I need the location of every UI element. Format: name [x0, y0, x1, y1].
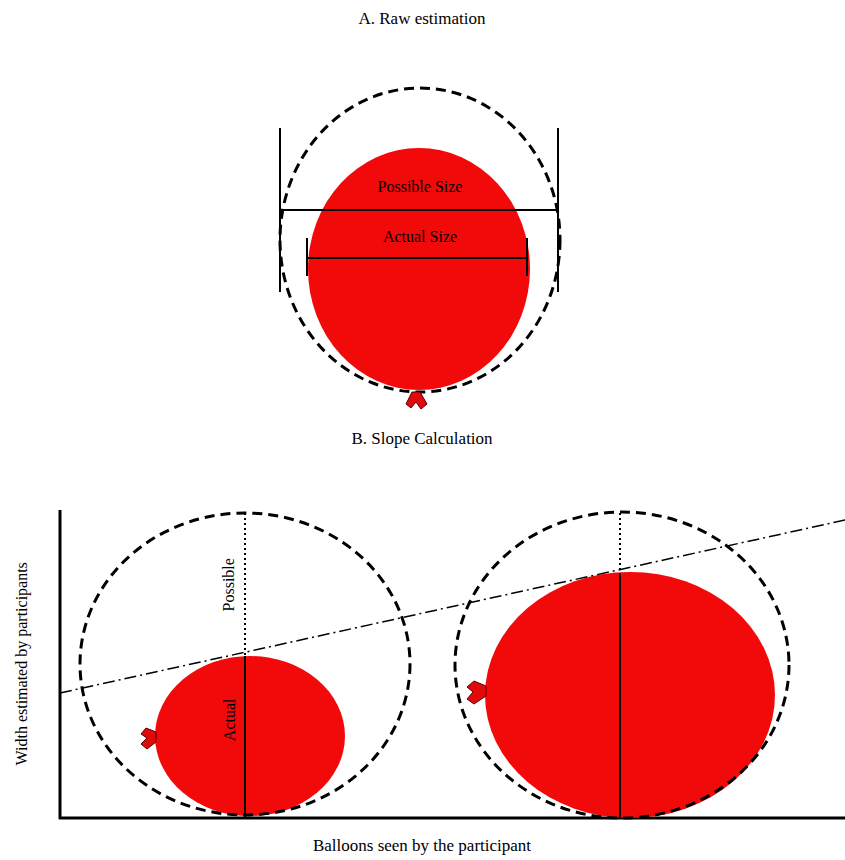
actual-size-bar: [306, 238, 308, 276]
actual-size-bar: [526, 238, 528, 276]
dimension-label: Possible Size: [378, 178, 463, 196]
actual-width-line: [244, 656, 246, 818]
balloon-knot: [406, 392, 427, 409]
axis-title: Balloons seen by the participant: [313, 837, 531, 856]
slope-line: [60, 520, 845, 693]
panel-title: A. Raw estimation: [358, 10, 485, 29]
balloon-knot: [141, 728, 156, 749]
balloon-possible-outline: [280, 88, 560, 392]
x-axis: [59, 817, 845, 820]
possible-size-line: [280, 209, 558, 211]
actual-size-line: [307, 257, 527, 259]
balloon-actual: [308, 148, 530, 390]
dimension-label: Actual Size: [383, 228, 457, 246]
balloon-knot: [467, 681, 486, 704]
possible-size-bar: [279, 128, 281, 292]
possible-size-bar: [557, 128, 559, 292]
possible-width-line: [619, 513, 621, 573]
y-axis: [59, 510, 62, 819]
balloon-possible-outline: [455, 512, 789, 818]
dimension-label: Possible: [220, 558, 238, 611]
axis-title: Width estimated by participants: [13, 562, 31, 765]
dimension-label: Actual: [220, 699, 238, 742]
possible-width-line: [244, 513, 246, 656]
balloon-actual: [155, 656, 345, 816]
actual-width-line: [619, 573, 621, 818]
panel-title: B. Slope Calculation: [351, 430, 492, 449]
